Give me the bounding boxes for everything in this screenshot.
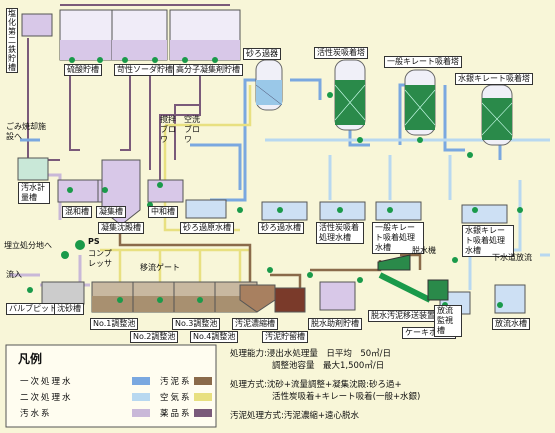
capacity-sub-text: 調整池容量 最大1,500㎥/日: [272, 361, 385, 371]
adj1-label: No.1調整池: [90, 318, 139, 330]
valve-pit-label: バルブピット: [6, 303, 60, 315]
lower-tanks: [41, 281, 526, 315]
mixer-blower-label: 撹拌ブロワ: [160, 115, 176, 144]
polymer-tank-label: 高分子凝集剤貯槽: [173, 64, 243, 76]
transfer-gate-label: 移流ゲート: [140, 263, 180, 272]
sludge-method-text: 汚泥処理方式:汚泥濃縮+遠心脱水: [230, 411, 359, 421]
sludge-concentrate-label: 汚泥濃縮槽: [232, 318, 278, 330]
carbon-tower: [334, 59, 366, 131]
adj2-label: No.2調整池: [130, 331, 179, 343]
chlorine-tank-label: 塩化第二鉄貯槽: [6, 8, 18, 73]
legend-title: 凡例: [18, 352, 43, 366]
carbon-raw-tank-label: 活性炭吸着処理水槽: [316, 222, 364, 244]
mixing-tank-label: 混和槽: [62, 206, 92, 218]
method-text: 処理方式:沈砂+流量調整+凝集沈殿:砂ろ過+: [230, 380, 402, 390]
dewater-machine-label: 脱水機: [412, 246, 436, 255]
dewatering-equipment: [377, 254, 449, 303]
legend-box: [5, 344, 217, 428]
wash-blower-label: 空洗ブロワ: [184, 115, 200, 144]
sand-raw-tank-label: 砂ろ過原水槽: [180, 222, 234, 234]
method-sub-text: 活性炭吸着+キレート吸着(一般+水銀): [272, 392, 421, 402]
sulfuric-tank-label: 硫酸貯槽: [64, 64, 102, 76]
carbon-tower-label: 活性炭吸着塔: [314, 47, 368, 59]
top-tanks: [21, 9, 241, 61]
legend-item-chemical: 薬品系: [160, 409, 192, 419]
capacity-text: 処理能力:浸出水処理量 日平均 50㎥/日: [230, 349, 392, 359]
pumps: [27, 57, 523, 308]
sewer-outlet-label: 下水道放流: [492, 253, 532, 262]
chelate-tower-label: 一般キレート吸着塔: [384, 56, 462, 68]
inflow-label: 流入: [6, 270, 22, 279]
neutral-tank-label: 中和槽: [148, 206, 178, 218]
legend-item-primary: 一次処理水: [20, 377, 73, 387]
mercury-raw-tank-label: 水銀キレート吸着処理水槽: [462, 225, 514, 257]
sand-filter-tower: [255, 59, 283, 111]
sludge-storage-label: 汚泥貯留槽: [262, 331, 308, 343]
compressor-label: コンプレッサ: [88, 249, 112, 268]
wastewater-meter-label: 汚水計量槽: [18, 182, 50, 204]
adj4-label: No.4調整池: [190, 331, 239, 343]
landfill-return-label: 埋立処分地へ: [4, 241, 52, 250]
sludge-conveyor-label: 脱水汚泥移送装置: [368, 310, 438, 322]
legend-item-secondary: 二次処理水: [20, 393, 73, 403]
discharge-monitor-label: 放流監視槽: [434, 305, 462, 337]
chelate-raw-tank-label: 一般キレート吸着処理水槽: [372, 222, 424, 254]
dewater-aid-label: 脱水助剤貯槽: [308, 318, 362, 330]
sand-filter-label: 砂ろ過器: [243, 48, 281, 60]
settling-tank-label: 凝集沈殿槽: [98, 222, 144, 234]
sand-tank-label: 沈砂槽: [54, 303, 84, 315]
discharge-tank-label: 放流水槽: [492, 318, 530, 330]
mercury-tower: [481, 84, 513, 146]
caustic-tank-label: 苛性ソーダ貯槽: [114, 64, 176, 76]
garbage-out-label: ごみ焼却施設へ: [6, 122, 46, 141]
legend-item-sludge: 汚泥系: [160, 377, 192, 387]
chemical-lines: [27, 4, 230, 180]
sand-filter-tank-label: 砂ろ過水槽: [258, 222, 304, 234]
adj3-label: No.3調整池: [172, 318, 221, 330]
pump-station-label: PS: [88, 237, 100, 246]
coagulation-tank-label: 凝集槽: [96, 206, 126, 218]
mercury-tower-label: 水銀キレート吸着塔: [455, 73, 533, 85]
legend-item-air: 空気系: [160, 393, 192, 403]
chelate-tower: [404, 69, 436, 136]
legend-item-waste: 汚水系: [20, 409, 52, 419]
